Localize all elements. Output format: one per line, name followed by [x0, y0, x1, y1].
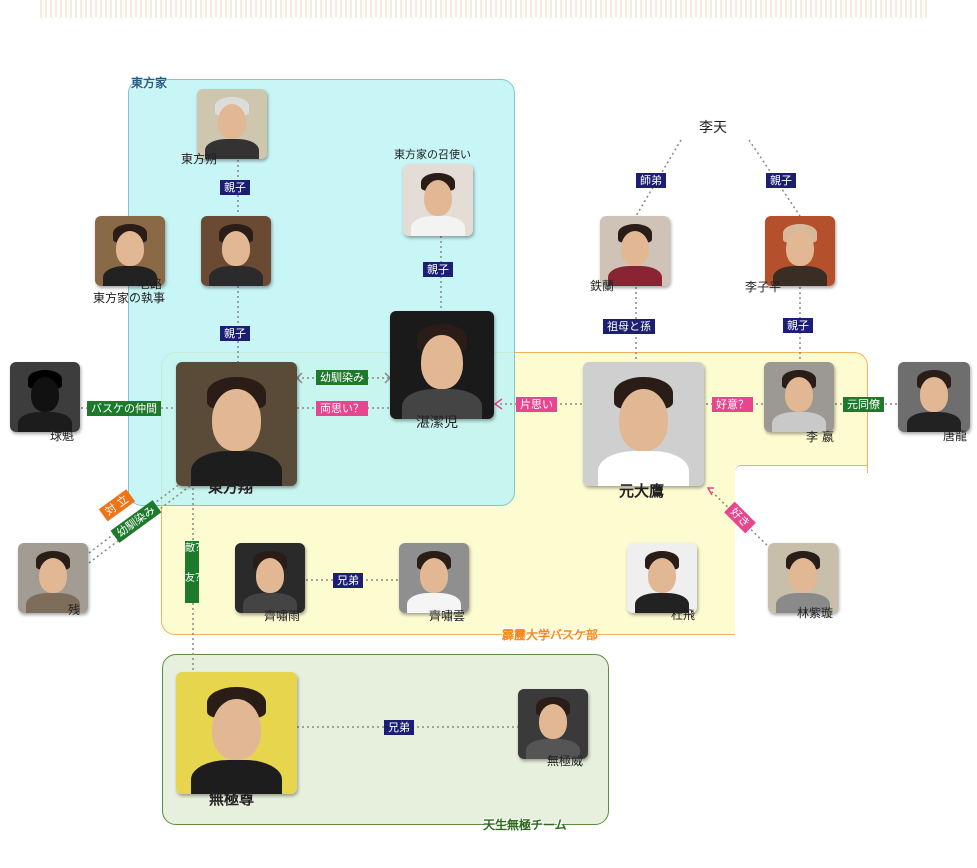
name-rin-shisen: 林紫璇: [797, 606, 834, 620]
portrait-zan: [18, 543, 88, 613]
tag-goodwill: 好意？: [712, 397, 753, 412]
name-sei-shoku: 齊嘯雨: [264, 609, 301, 623]
name-sei-shoun: 齊嘯雲: [429, 609, 466, 623]
name-roro: 老路: [138, 277, 163, 291]
name-toryu: 唐龍: [943, 429, 968, 443]
portrait-rin-shisen: [768, 543, 838, 613]
name-ri-shihei: 李子平: [745, 280, 782, 294]
portrait-toryu: [898, 362, 970, 432]
portrait-to-hi: [627, 543, 697, 613]
role-roro: 東方家の執事: [93, 291, 166, 305]
portrait-higashikata-sho: [176, 362, 297, 486]
portrait-mukyoku-i: [518, 689, 588, 759]
name-zan: 残: [68, 603, 81, 617]
tag-childhood-friend-1: 幼馴染み: [316, 370, 368, 385]
tag-mutual-love: 両思い？: [316, 401, 368, 416]
label-family: 東方家: [131, 76, 168, 90]
portrait-roro: [95, 216, 165, 286]
portrait-tan-ketsuji: [390, 311, 494, 419]
name-ri-ten: 李天: [699, 120, 727, 136]
name-higashikata-sho: 東方翔: [208, 478, 254, 496]
portrait-ri-ei: [764, 362, 834, 432]
name-mukyoku-i: 無極威: [547, 754, 584, 768]
tag-parent-child-4: 親子: [766, 173, 796, 188]
name-mukyoku-son: 無極尊: [209, 790, 255, 808]
portrait-sei-shoun: [399, 543, 469, 613]
portrait-higashikata-saku: [197, 89, 267, 159]
tag-basketball-teammate: バスケの仲間: [87, 401, 161, 416]
portrait-servant: [403, 164, 473, 236]
name-gen-taiyo: 元大鷹: [619, 482, 665, 500]
tag-former-colleague: 元同僚: [843, 397, 884, 412]
region-family: [128, 79, 515, 506]
name-tetsuran: 鉄蘭: [590, 279, 615, 293]
portrait-kyukai: [10, 362, 80, 432]
portrait-ri-shihei: [765, 216, 835, 286]
name-tan-ketsuji: 湛潔児: [416, 415, 458, 431]
region-university-cutout-border: [734, 465, 868, 473]
name-to-hi: 杜飛: [671, 608, 696, 622]
tag-brothers-1: 兄弟: [333, 573, 363, 588]
tag-friend: 友？: [185, 571, 205, 603]
tag-parent-child-5: 親子: [783, 318, 813, 333]
decorative-dot-border: [40, 0, 930, 18]
tag-parent-child-1: 親子: [220, 180, 250, 195]
tag-parent-child-3: 親子: [423, 262, 453, 277]
tag-unrequited-love: 片思い: [516, 397, 557, 412]
name-servant: 東方家の召使い: [394, 148, 471, 161]
portrait-tetsuran: [600, 216, 670, 286]
portrait-father: [201, 216, 271, 286]
tag-grandmother-grandson: 祖母と孫: [603, 319, 655, 334]
tag-brothers-2: 兄弟: [384, 720, 414, 735]
tag-parent-child-2: 親子: [220, 326, 250, 341]
label-university: 霹靂大学バスケ部: [502, 628, 599, 642]
tag-master-disciple: 師弟: [636, 173, 666, 188]
label-team: 天生無極チーム: [483, 818, 567, 832]
name-ri-ei: 李 嬴: [806, 430, 834, 444]
tag-enemy: 敵？: [185, 541, 205, 573]
portrait-gen-taiyo: [583, 362, 704, 486]
portrait-sei-shoku: [235, 543, 305, 613]
name-kyukai: 球魁: [50, 429, 75, 443]
name-higashikata-saku: 東方朔: [181, 152, 218, 166]
portrait-mukyoku-son: [176, 672, 297, 794]
